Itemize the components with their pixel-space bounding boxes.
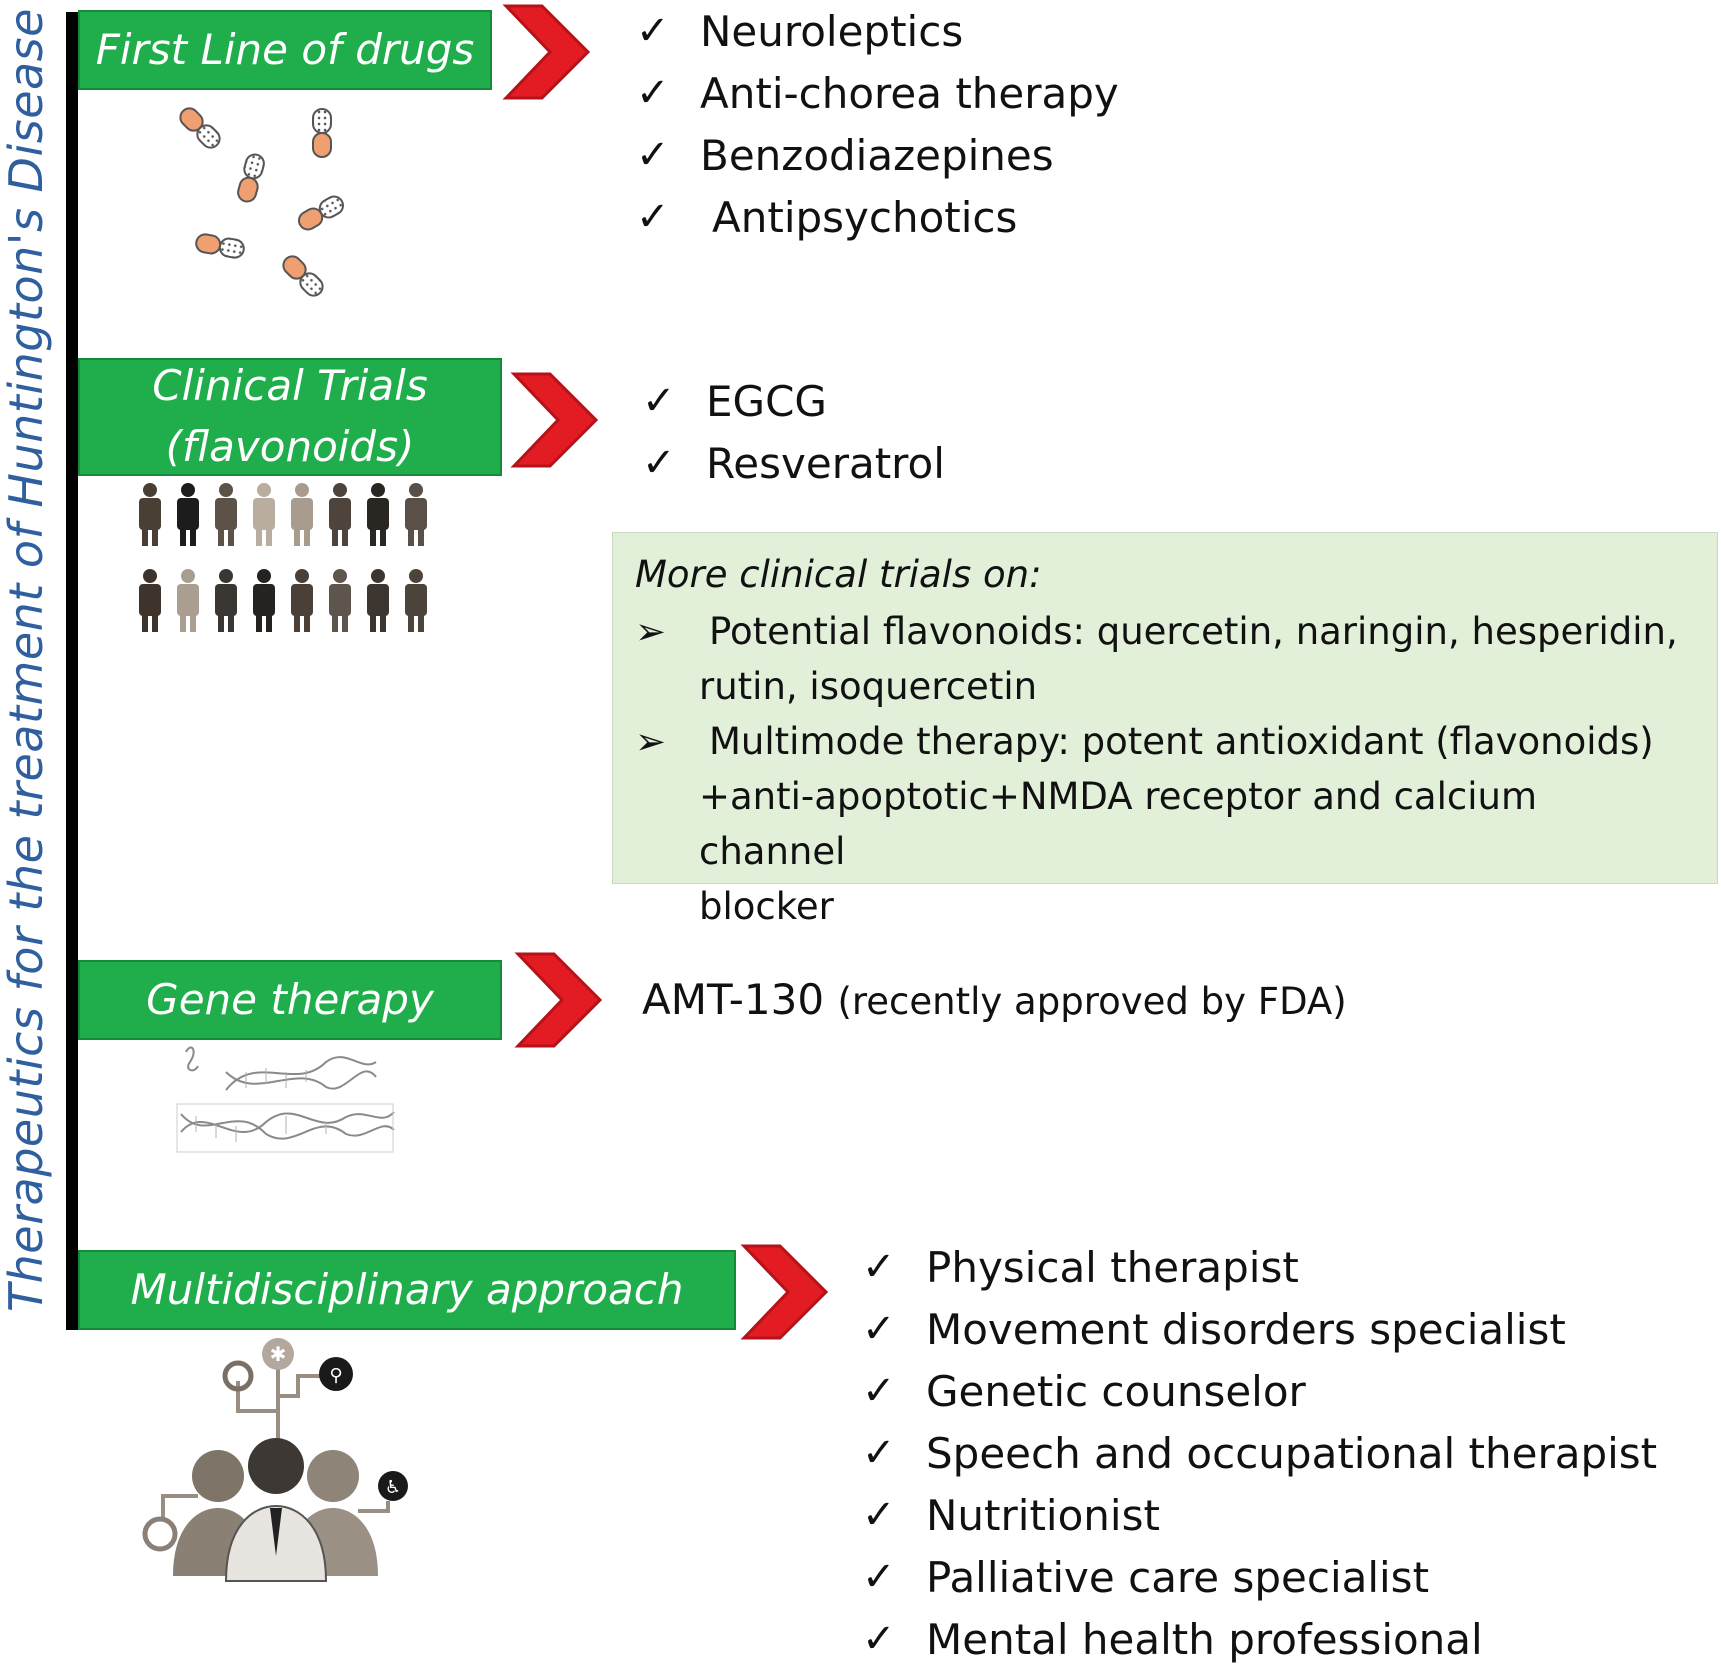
item-label: Nutritionist — [926, 1490, 1160, 1540]
check-icon: ✓ — [636, 70, 670, 116]
svg-text:♿: ♿ — [385, 1477, 401, 1498]
list-item: ✓ Genetic counselor — [862, 1360, 1657, 1422]
dna-icon — [176, 1046, 395, 1153]
check-icon: ✓ — [862, 1368, 896, 1414]
item-label: Resveratrol — [706, 438, 945, 488]
multidisciplinary-list: ✓ Physical therapist ✓ Movement disorders … — [862, 1236, 1657, 1670]
check-icon: ✓ — [636, 8, 670, 54]
medical-team-icon: ✱ ⚲ ♿ — [142, 1338, 408, 1582]
item-label: Mental health professional — [926, 1614, 1483, 1664]
check-icon: ✓ — [862, 1616, 896, 1662]
list-item: ➢ Multimode therapy: potent antioxidant … — [635, 714, 1695, 934]
check-icon: ✓ — [642, 378, 676, 424]
list-item: ✓ Anti-chorea therapy — [636, 62, 1119, 124]
clinical-trials-list: ✓ EGCG ✓ Resveratrol — [642, 370, 945, 494]
clinical-trials-box: Clinical Trials (flavonoids) — [78, 358, 502, 476]
chevron-arrow-icon — [502, 4, 591, 100]
item-label: Speech and occupational therapist — [926, 1428, 1658, 1478]
bullet-line: rutin, isoquercetin — [699, 665, 1038, 708]
item-label: Benzodiazepines — [700, 130, 1054, 180]
multidisciplinary-box: Multidisciplinary approach — [78, 1250, 736, 1330]
bullet-text: Multimode therapy: potent antioxidant (f… — [699, 714, 1695, 934]
side-title: Therapeutics for the treatment of Huntin… — [0, 0, 53, 1320]
pills-icon — [179, 107, 344, 297]
item-label: Palliative care specialist — [926, 1552, 1430, 1602]
gene-drug-name: AMT-130 — [642, 975, 825, 1024]
more-trials-panel: More clinical trials on: ➢ Potential fla… — [612, 532, 1718, 928]
arrow-bullet-icon: ➢ — [635, 610, 667, 653]
more-trials-title: More clinical trials on: — [635, 553, 1042, 596]
item-label: Genetic counselor — [926, 1366, 1306, 1416]
bullet-line: +anti-apoptotic+NMDA receptor and calciu… — [699, 775, 1537, 873]
list-item: ✓ Speech and occupational therapist — [862, 1422, 1657, 1484]
bullet-text: Potential flavonoids: quercetin, naringi… — [699, 604, 1678, 714]
list-item: ✓ Movement disorders specialist — [862, 1298, 1657, 1360]
chevron-arrow-icon — [514, 952, 603, 1048]
list-item: ✓ Physical therapist — [862, 1236, 1657, 1298]
check-icon: ✓ — [862, 1306, 896, 1352]
timeline-axis — [66, 12, 78, 1330]
arrow-bullet-icon: ➢ — [635, 720, 667, 763]
item-label: Neuroleptics — [700, 6, 964, 56]
gene-therapy-label: Gene therapy — [146, 974, 434, 1024]
clinical-trials-label: Clinical Trials — [152, 361, 428, 411]
list-item: ✓ Benzodiazepines — [636, 124, 1119, 186]
gene-therapy-box: Gene therapy — [78, 960, 502, 1040]
chevron-arrow-icon — [510, 372, 599, 468]
list-item: ✓ Palliative care specialist — [862, 1546, 1657, 1608]
check-icon: ✓ — [642, 440, 676, 486]
first-line-list: ✓ Neuroleptics ✓ Anti-chorea therapy ✓ Benz… — [636, 0, 1119, 248]
first-line-label: First Line of drugs — [95, 24, 475, 74]
list-item: ✓ Resveratrol — [642, 432, 945, 494]
list-item: ➢ Potential flavonoids: quercetin, narin… — [635, 604, 1695, 714]
multidisciplinary-label: Multidisciplinary approach — [130, 1264, 684, 1314]
gene-therapy-text: AMT-130 (recently approved by FDA) — [642, 975, 1347, 1024]
item-label: Antipsychotics — [712, 192, 1018, 242]
first-line-box: First Line of drugs — [78, 10, 492, 90]
item-label: Anti-chorea therapy — [700, 68, 1119, 118]
bullet-line: Multimode therapy: potent antioxidant (f… — [709, 720, 1654, 763]
check-icon: ✓ — [862, 1430, 896, 1476]
list-item: ✓ Antipsychotics — [636, 186, 1119, 248]
check-icon: ✓ — [636, 194, 670, 240]
list-item: ✓ Mental health professional — [862, 1608, 1657, 1670]
people-icon — [139, 483, 427, 632]
svg-text:✱: ✱ — [270, 1342, 287, 1366]
gene-drug-note: (recently approved by FDA) — [837, 980, 1347, 1023]
chevron-arrow-icon — [740, 1244, 829, 1340]
item-label: Physical therapist — [926, 1242, 1299, 1292]
item-label: Movement disorders specialist — [926, 1304, 1566, 1354]
svg-text:⚲: ⚲ — [329, 1365, 342, 1386]
list-item: ✓ Neuroleptics — [636, 0, 1119, 62]
clinical-trials-sublabel: (flavonoids) — [165, 422, 415, 471]
item-label: EGCG — [706, 376, 827, 426]
list-item: ✓ EGCG — [642, 370, 945, 432]
side-title-text: Therapeutics for the treatment of Huntin… — [0, 8, 53, 1312]
check-icon: ✓ — [862, 1492, 896, 1538]
check-icon: ✓ — [636, 132, 670, 178]
bullet-line: blocker — [699, 885, 834, 928]
bullet-line: Potential flavonoids: quercetin, naringi… — [709, 610, 1678, 653]
list-item: ✓ Nutritionist — [862, 1484, 1657, 1546]
check-icon: ✓ — [862, 1554, 896, 1600]
check-icon: ✓ — [862, 1244, 896, 1290]
